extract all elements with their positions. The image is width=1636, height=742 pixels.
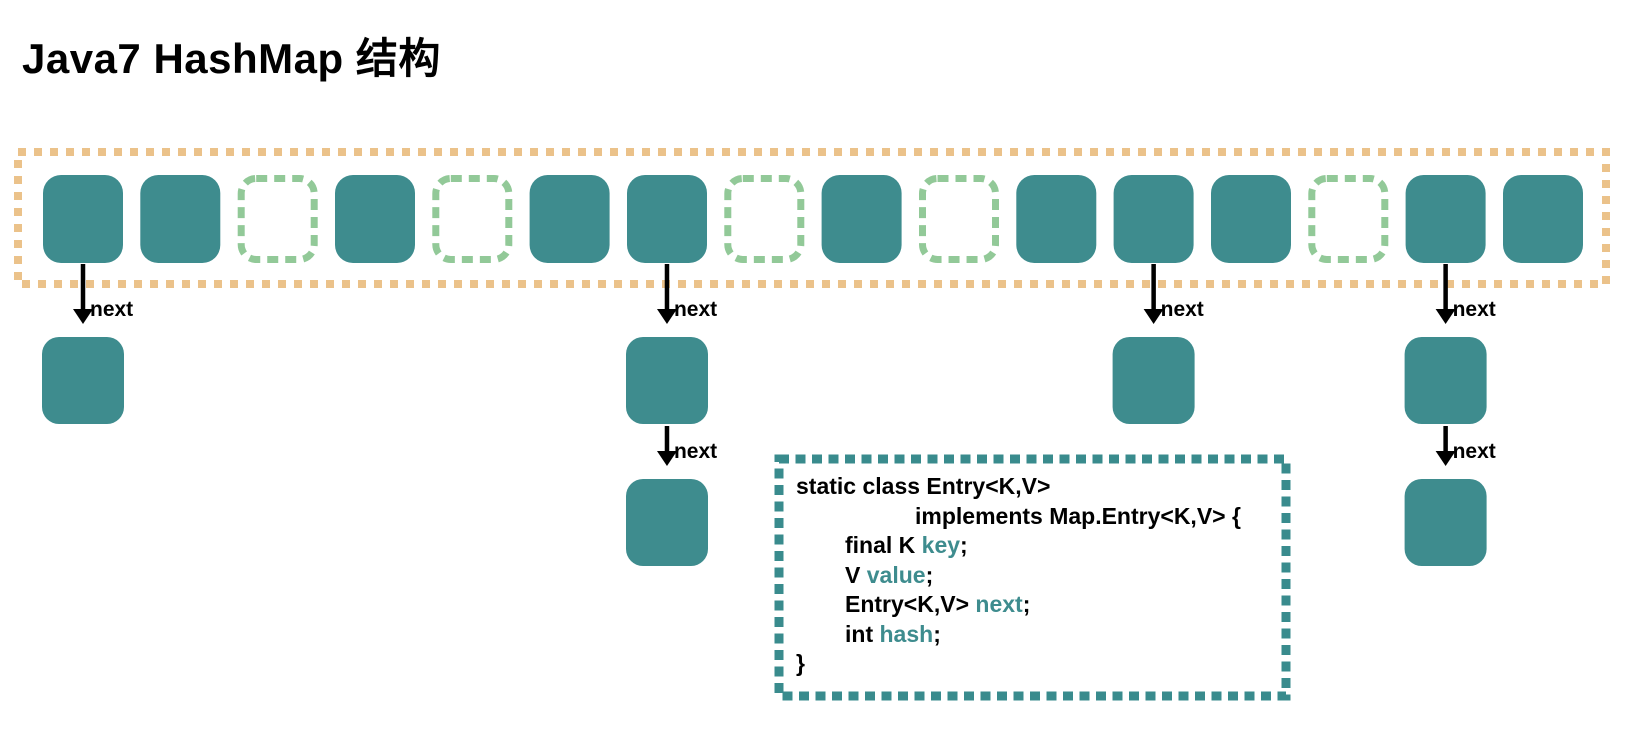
entry-node [1404,337,1487,424]
code-line-5: int hash; [796,620,1280,650]
next-label: next [674,440,717,463]
code-line-2: final K key; [796,531,1280,561]
entry-chains: next next next next next next [42,264,1496,566]
code-text: ; [1022,591,1031,617]
bucket-filled-12 [1211,175,1291,263]
entry-node [1112,337,1195,424]
next-label: next [674,298,717,321]
next-label: next [1453,298,1496,321]
code-text: static class Entry<K,V> [796,473,1051,499]
next-arrowhead-icon [73,309,93,324]
next-label: next [1453,440,1496,463]
bucket-filled-3 [335,175,415,263]
bucket-empty-2 [237,175,318,263]
code-text: implements Map.Entry<K,V> { [915,502,1241,529]
bucket-filled-10 [1016,175,1097,263]
code-text: Entry<K,V> [845,591,976,617]
bucket-filled-8 [821,175,902,263]
bucket-array-border [14,148,1610,288]
code-text: } [796,650,805,676]
code-line-0: static class Entry<K,V> [796,472,1280,502]
entry-node [1404,479,1487,566]
bucket-empty-13 [1308,175,1389,263]
entry-node [42,337,124,424]
bucket-filled-15 [1503,175,1583,263]
next-arrowhead-icon [1435,451,1456,466]
code-line-1: implements Map.Entry<K,V> { [796,502,1280,532]
bucket-filled-1 [140,175,221,263]
code-field-name: value [866,561,926,588]
bucket-filled-6 [627,175,707,263]
bucket-empty-9 [919,175,999,263]
page-title: Java7 HashMap 结构 [22,35,441,82]
code-text: int [845,620,880,647]
bucket-array [43,175,1583,263]
entry-class-code: static class Entry<K,V> implements Map.En… [779,459,1286,696]
entry-node [626,337,708,424]
code-text: ; [960,532,968,558]
bucket-empty-7 [724,175,805,263]
next-label: next [1161,298,1204,321]
code-text: ; [925,561,934,588]
next-arrowhead-icon [656,451,677,466]
code-text: V [845,561,867,588]
bucket-filled-11 [1113,175,1194,263]
bucket-filled-0 [43,175,123,263]
entry-node [626,479,708,566]
code-field-name: next [975,591,1023,617]
code-field-name: hash [879,620,934,647]
code-line-3: V value; [796,561,1280,591]
next-label: next [90,298,133,321]
code-text: final K [845,532,922,558]
next-arrowhead-icon [656,309,677,324]
next-arrowhead-icon [1435,309,1456,324]
code-field-name: key [921,532,961,558]
bucket-empty-4 [432,175,513,263]
code-line-6: } [796,649,1280,679]
code-line-4: Entry<K,V> next; [796,590,1280,620]
next-arrowhead-icon [1143,309,1164,324]
bucket-filled-14 [1405,175,1486,263]
bucket-filled-5 [529,175,610,263]
code-text: ; [933,620,941,647]
entry-code-box-border [774,454,1291,701]
